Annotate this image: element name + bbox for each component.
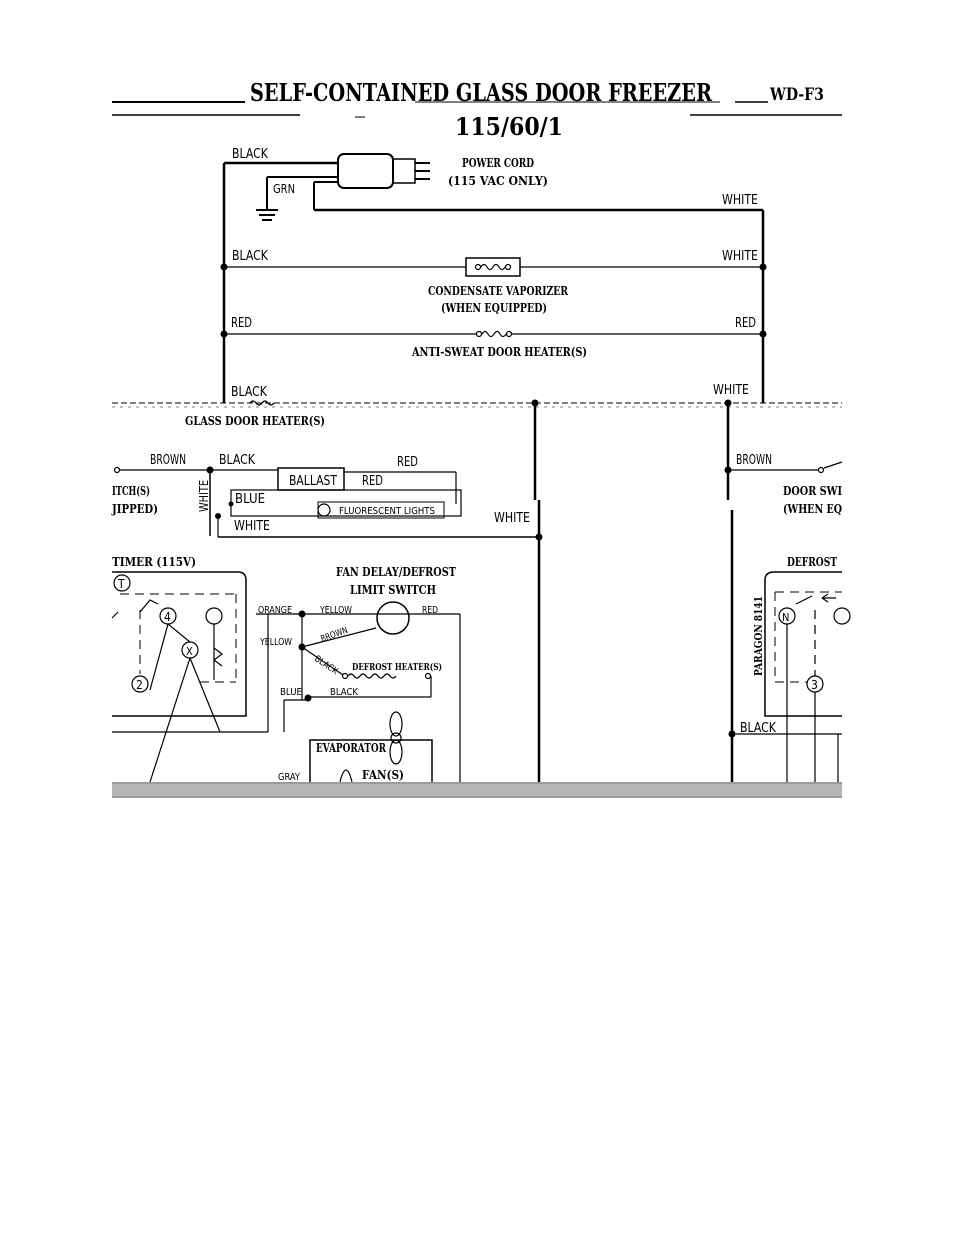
wire-label-black-right: BLACK — [740, 721, 776, 736]
terminal-t: T — [117, 577, 125, 591]
wire-label-red-right: RED — [735, 316, 756, 331]
power-cord-plug — [337, 153, 430, 189]
wire-label-white-condensate: WHITE — [722, 249, 758, 264]
wire-label-black-diagonal: BLACK — [312, 654, 340, 677]
fan-delay-label-1: FAN DELAY/DEFROST — [336, 565, 456, 579]
terminal-4: 4 — [164, 610, 171, 624]
condensate-vaporizer-label: CONDENSATE VAPORIZER — [428, 284, 569, 298]
anti-sweat-heater-label: ANTI-SWEAT DOOR HEATER(S) — [411, 345, 587, 359]
door-switch-label-2: (WHEN EQ — [783, 502, 842, 516]
wire-label-red-switch: RED — [422, 605, 438, 616]
wire-label-orange: ORANGE — [258, 605, 292, 616]
wire-label-black-lower: BLACK — [330, 687, 359, 698]
condensate-vaporizer-note: (WHEN EQUIPPED) — [441, 301, 547, 315]
terminal-3: 3 — [811, 678, 818, 692]
timer-label: TIMER (115V) — [112, 555, 196, 569]
wire-label-black-top: BLACK — [232, 147, 268, 162]
power-cord-label: POWER CORD — [462, 156, 534, 170]
defrost-timer: T 4 2 X — [111, 571, 269, 783]
fluorescent-lights-label: FLUORESCENT LIGHTS — [339, 506, 435, 517]
glass-door-heater-label: GLASS DOOR HEATER(S) — [185, 414, 325, 428]
wire-label-brown-right: BROWN — [736, 453, 772, 468]
wire-label-black-glass: BLACK — [231, 385, 267, 400]
voltage-rating: 115/60/1 — [455, 112, 563, 141]
switch-label-left-2: JIPPED) — [111, 502, 158, 516]
wire-label-brown-left: BROWN — [150, 453, 186, 468]
power-cord-note: (115 VAC ONLY) — [448, 174, 548, 188]
defrost-right-label: DEFROST — [787, 555, 837, 569]
wire-label-white-vertical: WHITE — [197, 480, 211, 512]
defrost-control-right: N 3 — [728, 571, 851, 782]
wire-label-yellow-left: YELLOW — [259, 637, 292, 648]
condensate-vaporizer — [465, 257, 521, 277]
fan-delay-switch — [256, 601, 461, 782]
wire-label-white-lights: WHITE — [234, 519, 270, 534]
wire-label-grn: GRN — [273, 182, 295, 196]
evaporator-label: EVAPORATOR — [316, 741, 387, 755]
bus-lines — [220, 161, 767, 403]
wire-label-gray: GRAY — [278, 772, 300, 783]
door-switch-right — [724, 461, 843, 474]
defrost-heater-label: DEFROST HEATER(S) — [352, 662, 442, 673]
switch-label-left-1: ITCH(S) — [112, 484, 150, 498]
fan-delay-label-2: LIMIT SWITCH — [350, 583, 436, 597]
wire-label-red-left: RED — [231, 316, 252, 331]
wire-label-black-lights: BLACK — [219, 453, 255, 468]
terminal-x: X — [186, 645, 193, 658]
terminal-n: N — [782, 611, 789, 624]
anti-sweat-heater — [475, 330, 513, 338]
evaporator-fan — [309, 711, 433, 783]
wire-label-white-cord: WHITE — [722, 193, 758, 208]
wire-label-red-ballast: RED — [362, 474, 383, 489]
wire-label-blue: BLUE — [235, 492, 265, 507]
header: SELF-CONTAINED GLASS DOOR FREEZER WD-F3 … — [112, 78, 842, 141]
wire-label-yellow-top: YELLOW — [319, 605, 352, 616]
wire-label-blue-lower: BLUE — [280, 687, 302, 698]
diagram-title: SELF-CONTAINED GLASS DOOR FREEZER — [250, 78, 713, 107]
door-switch-label-1: DOOR SWI — [783, 484, 842, 498]
wire-label-brown-diagonal: BROWN — [320, 626, 350, 645]
wire-label-white-glass: WHITE — [713, 383, 749, 398]
model-number: WD-F3 — [769, 85, 824, 105]
lights-circuit — [113, 466, 539, 538]
wire-label-black-condensate: BLACK — [232, 249, 268, 264]
terminal-2: 2 — [136, 678, 143, 692]
scan-edge-noise — [112, 784, 842, 796]
glass-door-heater-row — [112, 399, 842, 408]
ballast-label: BALLAST — [289, 474, 338, 489]
wire-label-red-lights: RED — [397, 455, 418, 470]
paragon-label: PARAGON 8141 — [752, 596, 765, 676]
fan-label: FAN(S) — [362, 768, 404, 782]
wire-label-white-center: WHITE — [494, 511, 530, 526]
